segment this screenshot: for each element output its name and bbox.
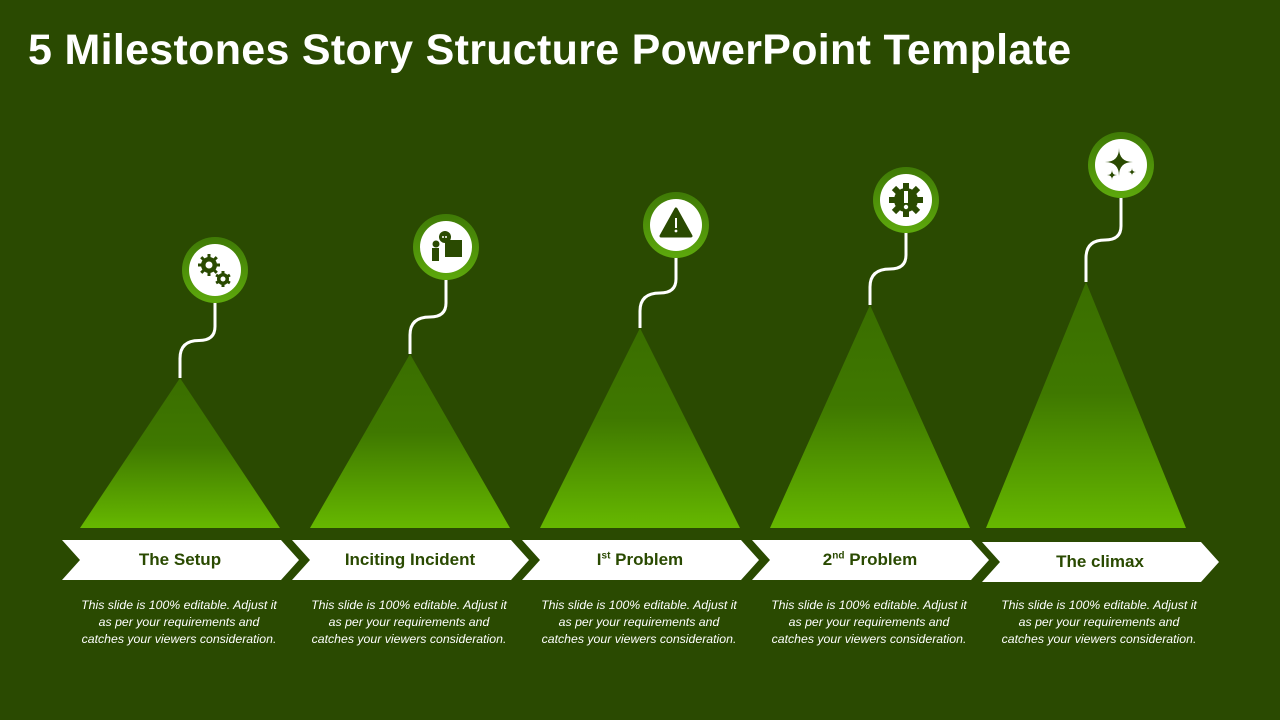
connector-line bbox=[868, 233, 908, 305]
milestone-1 bbox=[62, 237, 299, 580]
slide-title: 5 Milestones Story Structure PowerPoint … bbox=[28, 26, 1072, 74]
chevron-banner bbox=[752, 540, 989, 580]
milestone-2 bbox=[292, 214, 529, 580]
chevron-banner bbox=[982, 542, 1219, 582]
milestone-description: This slide is 100% editable. Adjust it a… bbox=[81, 598, 277, 646]
milestone-description: This slide is 100% editable. Adjust it a… bbox=[1001, 598, 1197, 646]
label-text-rest: Problem bbox=[610, 550, 684, 569]
milestone-label: The Setup bbox=[80, 550, 280, 570]
milestone-description: This slide is 100% editable. Adjust it a… bbox=[541, 598, 737, 646]
milestone-label: The climax bbox=[1000, 552, 1200, 572]
chevron-banner bbox=[522, 540, 759, 580]
milestone-5 bbox=[982, 132, 1219, 582]
milestone-3 bbox=[522, 192, 759, 580]
connector-line bbox=[1084, 198, 1123, 282]
milestone-triangle bbox=[80, 378, 280, 528]
milestone-4 bbox=[752, 167, 989, 580]
milestone-description: This slide is 100% editable. Adjust it a… bbox=[771, 598, 967, 646]
milestone-label: Inciting Incident bbox=[310, 550, 510, 570]
milestone-label: 2nd Problem bbox=[770, 550, 970, 570]
gear-alert-icon bbox=[889, 183, 923, 217]
label-text: I bbox=[596, 550, 602, 569]
milestone-triangle bbox=[770, 305, 970, 528]
label-text: Inciting Incident bbox=[344, 550, 476, 569]
milestone-label: Ist Problem bbox=[540, 550, 740, 570]
label-superscript: nd bbox=[832, 550, 845, 562]
connector-line bbox=[178, 303, 217, 378]
label-text: The climax bbox=[1056, 552, 1144, 571]
milestone-description: This slide is 100% editable. Adjust it a… bbox=[311, 598, 507, 646]
milestone-triangle bbox=[540, 328, 740, 528]
connector-line bbox=[408, 280, 448, 354]
label-text: The Setup bbox=[138, 550, 222, 569]
warning-icon bbox=[659, 207, 693, 238]
sparkle-icon bbox=[1105, 148, 1136, 180]
label-text-rest: Problem bbox=[844, 550, 918, 569]
label-text: 2 bbox=[822, 550, 833, 569]
presenter-icon bbox=[432, 231, 462, 261]
chevron-banner bbox=[292, 540, 529, 580]
chevron-banner bbox=[62, 540, 299, 580]
connector-line bbox=[638, 258, 678, 328]
milestone-triangle bbox=[986, 282, 1186, 528]
milestone-triangle bbox=[310, 354, 510, 528]
label-superscript: st bbox=[601, 550, 611, 562]
gears-icon bbox=[198, 254, 231, 287]
